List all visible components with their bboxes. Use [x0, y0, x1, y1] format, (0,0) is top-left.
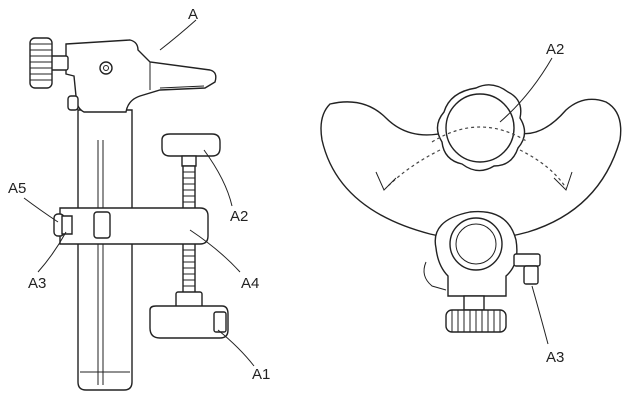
label-a3-left: A3: [28, 275, 46, 292]
left-leader-lines: [23, 19, 255, 367]
rotation-arrows: [375, 126, 573, 191]
label-a1: A1: [252, 366, 270, 383]
lower-knob-a1: [149, 291, 229, 339]
clamp-side-view: A A2 A4 A1 A5 A3: [8, 6, 270, 391]
right-leader-lines: [499, 57, 553, 345]
top-thumb-knob: [29, 37, 69, 89]
label-a5: A5: [8, 180, 26, 197]
label-a2-right: A2: [546, 41, 564, 58]
label-a4: A4: [241, 275, 259, 292]
horizontal-arm-a4: [53, 207, 209, 245]
label-a3-right: A3: [546, 349, 564, 366]
top-head-a: [65, 39, 217, 113]
label-a: A: [188, 6, 198, 23]
crescent-front-view: A2 A3: [320, 41, 622, 366]
lobed-knob-a2: [436, 84, 526, 172]
vertical-post: [77, 109, 133, 391]
lower-clamp-ring: [423, 210, 541, 297]
bottom-thumb-knob: [445, 295, 507, 333]
label-a2-left: A2: [230, 208, 248, 225]
upper-pad-a2: [161, 133, 221, 167]
